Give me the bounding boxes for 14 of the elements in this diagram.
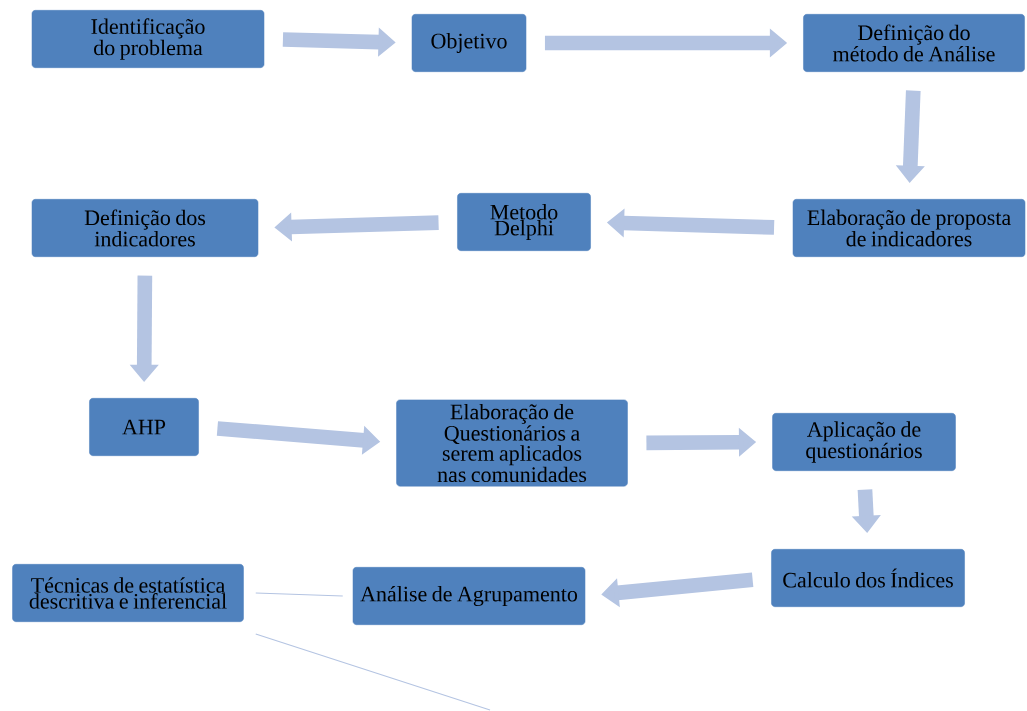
process-box: Calculo dos Índices — [771, 549, 965, 607]
process-box: Definição dos indicadores — [31, 199, 259, 257]
process-box: Análise de Agrupamento — [352, 567, 586, 625]
connector-line — [255, 633, 491, 711]
process-box: Elaboração de proposta de indicadores — [792, 199, 1026, 257]
process-box: Aplicação de questionários — [772, 413, 956, 471]
process-box: Elaboração de Questionários a serem aplicados nas comunidades — [396, 399, 628, 487]
process-box: Identificação do problema — [31, 10, 265, 68]
connector-line — [255, 592, 344, 597]
process-box: Técnicas de estatística descritiva e inferencial — [12, 564, 244, 622]
process-box: Objetivo — [411, 14, 527, 72]
process-box: Definição do método de Análise — [803, 14, 1025, 72]
process-box: Metodo Delphi — [457, 193, 591, 251]
process-box: AHP — [89, 398, 199, 456]
